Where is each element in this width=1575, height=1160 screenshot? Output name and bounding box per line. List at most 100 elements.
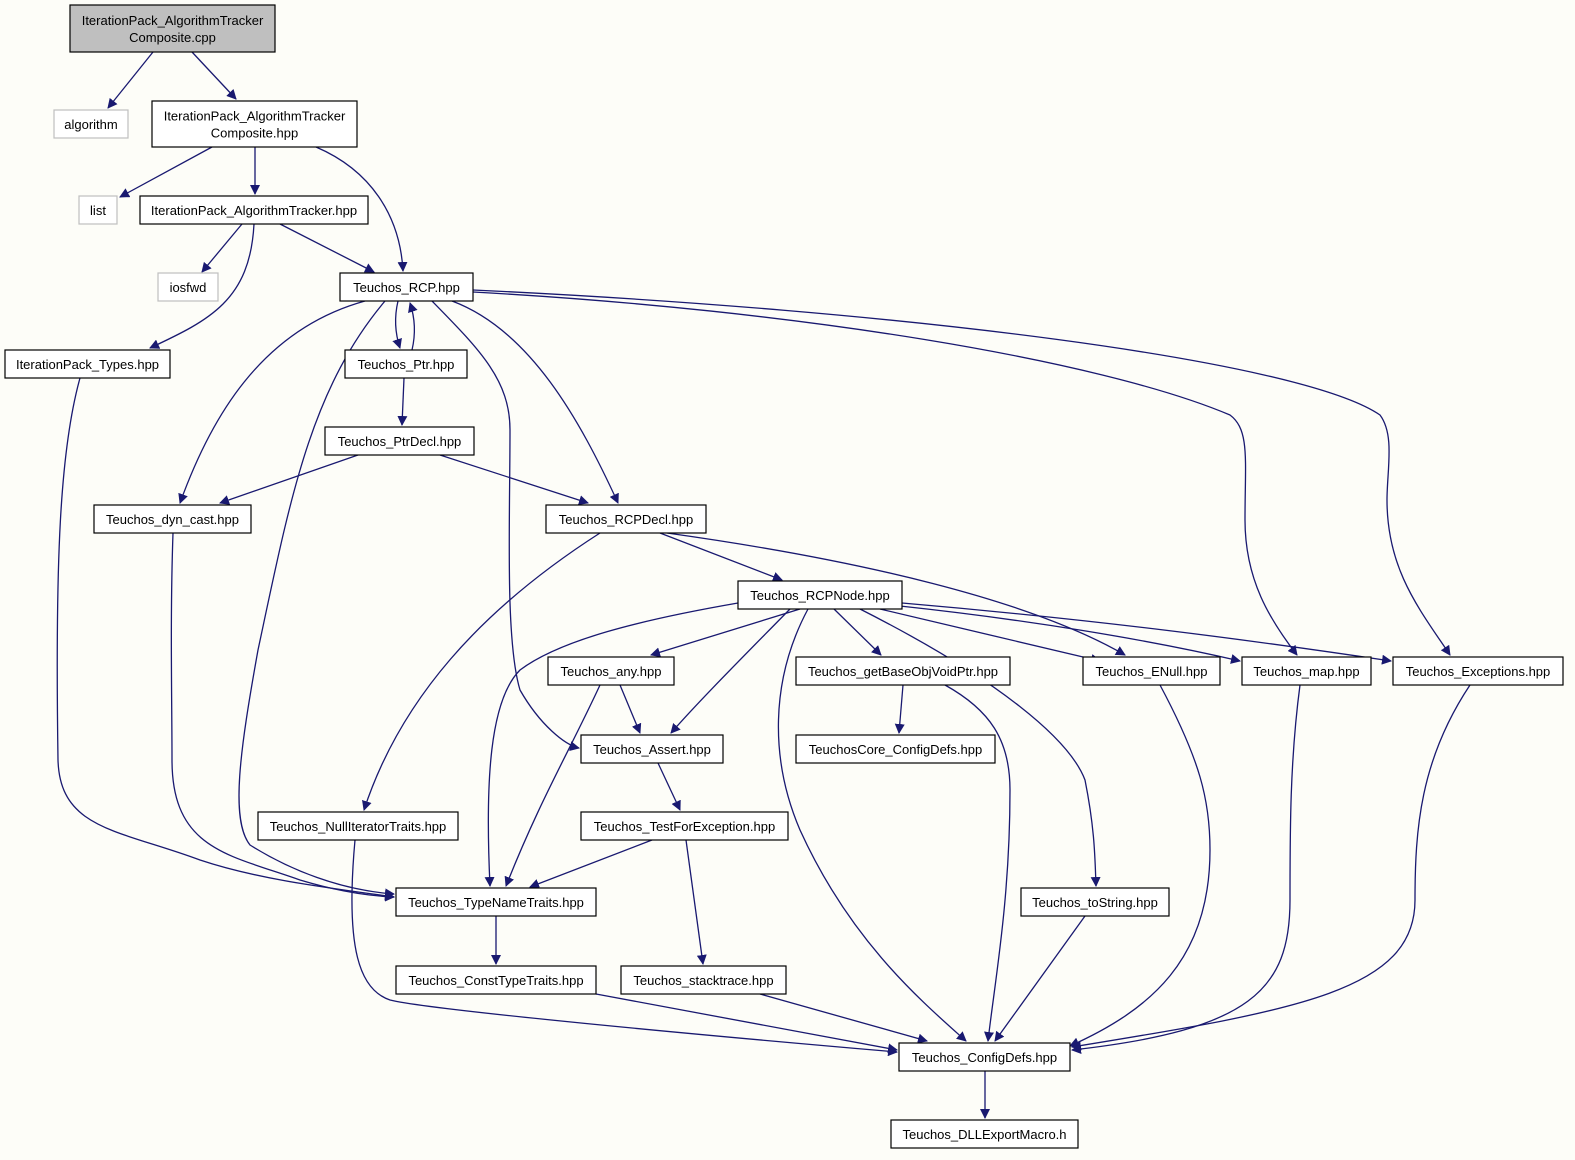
node-box bbox=[151, 100, 358, 148]
edge-ptrdecl-to-dyncast bbox=[219, 454, 359, 505]
edge-rcpnode-to-configdefs bbox=[777, 608, 967, 1042]
edge-stacktrace-to-configdefs bbox=[759, 993, 928, 1044]
node-dllexport[interactable]: Teuchos_DLLExportMacro.h bbox=[890, 1119, 1079, 1149]
node-box bbox=[545, 504, 707, 534]
node-exceptions[interactable]: Teuchos_Exceptions.hpp bbox=[1392, 656, 1564, 686]
node-dyncast[interactable]: Teuchos_dyn_cast.hpp bbox=[93, 504, 252, 534]
edge-composite_hpp-to-list bbox=[119, 146, 213, 198]
node-label: IterationPack_AlgorithmTracker bbox=[164, 109, 346, 124]
node-box bbox=[339, 272, 474, 302]
node-label: algorithm bbox=[64, 117, 117, 132]
edge-rcpnode-to-enull bbox=[879, 608, 1101, 664]
edge-ptrdecl-to-rcpdecl bbox=[439, 454, 589, 505]
node-box bbox=[1020, 887, 1170, 917]
node-box bbox=[53, 109, 129, 139]
edge-ptr-to-rcp bbox=[408, 302, 418, 351]
node-iosfwd[interactable]: iosfwd bbox=[157, 272, 219, 302]
node-box bbox=[1241, 656, 1372, 686]
edge-assert-to-testforexc bbox=[657, 762, 681, 811]
node-root[interactable]: IterationPack_AlgorithmTrackerComposite.… bbox=[69, 4, 276, 53]
edge-map-to-configdefs bbox=[1071, 684, 1301, 1054]
node-coreconfig[interactable]: TeuchosCore_ConfigDefs.hpp bbox=[795, 734, 996, 764]
edge-rcpnode-to-getbase bbox=[833, 608, 882, 656]
edge-rcpnode-to-any bbox=[650, 608, 801, 658]
edge-exceptions-to-configdefs bbox=[1071, 684, 1471, 1051]
edge-getbase-to-configdefs bbox=[944, 684, 1011, 1042]
node-label: Teuchos_DLLExportMacro.h bbox=[902, 1127, 1066, 1142]
node-testforexc[interactable]: Teuchos_TestForException.hpp bbox=[580, 811, 789, 841]
node-list[interactable]: list bbox=[78, 195, 118, 225]
edge-rcp-to-dyncast bbox=[178, 300, 366, 504]
node-label: Teuchos_toString.hpp bbox=[1032, 895, 1158, 910]
node-rcp[interactable]: Teuchos_RCP.hpp bbox=[339, 272, 474, 302]
node-label: TeuchosCore_ConfigDefs.hpp bbox=[809, 742, 982, 757]
node-rcpnode[interactable]: Teuchos_RCPNode.hpp bbox=[737, 580, 903, 610]
node-label: list bbox=[90, 203, 106, 218]
node-box bbox=[795, 734, 996, 764]
node-label: Teuchos_stacktrace.hpp bbox=[633, 973, 773, 988]
edge-rcpdecl-to-rcpnode bbox=[659, 532, 783, 582]
node-assert[interactable]: Teuchos_Assert.hpp bbox=[580, 734, 724, 764]
edge-getbase-to-coreconfig bbox=[894, 684, 905, 734]
node-label: IterationPack_Types.hpp bbox=[16, 357, 159, 372]
node-stacktrace[interactable]: Teuchos_stacktrace.hpp bbox=[620, 965, 787, 995]
node-box bbox=[344, 349, 468, 379]
node-label: Teuchos_PtrDecl.hpp bbox=[338, 434, 462, 449]
node-ptr[interactable]: Teuchos_Ptr.hpp bbox=[344, 349, 468, 379]
node-label: Teuchos_ConstTypeTraits.hpp bbox=[408, 973, 583, 988]
node-configdefs[interactable]: Teuchos_ConfigDefs.hpp bbox=[898, 1042, 1071, 1072]
node-box bbox=[257, 811, 459, 841]
node-box bbox=[395, 965, 597, 995]
edge-tracker_hpp-to-iosfwd bbox=[201, 223, 243, 273]
node-getbase[interactable]: Teuchos_getBaseObjVoidPtr.hpp bbox=[795, 656, 1011, 686]
node-tracker_hpp[interactable]: IterationPack_AlgorithmTracker.hpp bbox=[139, 195, 369, 225]
node-label: Teuchos_RCPDecl.hpp bbox=[559, 512, 693, 527]
edge-rcp-to-typename bbox=[238, 300, 395, 899]
node-box bbox=[795, 656, 1011, 686]
edge-rcpnode-to-exceptions bbox=[901, 602, 1392, 665]
node-label: Teuchos_TypeNameTraits.hpp bbox=[408, 895, 584, 910]
node-typename[interactable]: Teuchos_TypeNameTraits.hpp bbox=[395, 887, 597, 917]
node-box bbox=[890, 1119, 1079, 1149]
node-enull[interactable]: Teuchos_ENull.hpp bbox=[1082, 656, 1221, 686]
edge-rcpnode-to-map bbox=[899, 605, 1241, 664]
edge-root-to-algorithm bbox=[107, 51, 154, 109]
edge-testforexc-to-stacktrace bbox=[685, 839, 707, 965]
node-box bbox=[1082, 656, 1221, 686]
node-nulliter[interactable]: Teuchos_NullIteratorTraits.hpp bbox=[257, 811, 459, 841]
node-label: Teuchos_Assert.hpp bbox=[593, 742, 711, 757]
node-label: Teuchos_dyn_cast.hpp bbox=[106, 512, 239, 527]
node-rcpdecl[interactable]: Teuchos_RCPDecl.hpp bbox=[545, 504, 707, 534]
edge-types-to-typename bbox=[56, 377, 395, 901]
node-ptrdecl[interactable]: Teuchos_PtrDecl.hpp bbox=[324, 426, 475, 456]
node-algorithm[interactable]: algorithm bbox=[53, 109, 129, 139]
nodes: IterationPack_AlgorithmTrackerComposite.… bbox=[4, 4, 1564, 1149]
node-any[interactable]: Teuchos_any.hpp bbox=[547, 656, 675, 686]
node-box bbox=[69, 4, 276, 53]
node-tostring[interactable]: Teuchos_toString.hpp bbox=[1020, 887, 1170, 917]
edge-rcp-to-assert bbox=[431, 300, 580, 751]
edge-root-to-composite_hpp bbox=[191, 51, 237, 100]
node-label: Teuchos_ENull.hpp bbox=[1095, 664, 1207, 679]
edge-tostring-to-configdefs bbox=[994, 915, 1086, 1042]
edge-rcp-to-exceptions bbox=[472, 289, 1451, 656]
edge-rcpdecl-to-nulliter bbox=[362, 532, 601, 811]
node-box bbox=[737, 580, 903, 610]
node-label: Teuchos_RCP.hpp bbox=[353, 280, 460, 295]
node-consttype[interactable]: Teuchos_ConstTypeTraits.hpp bbox=[395, 965, 597, 995]
node-box bbox=[157, 272, 219, 302]
node-box bbox=[78, 195, 118, 225]
edge-ptr-to-ptrdecl bbox=[397, 377, 408, 426]
node-box bbox=[547, 656, 675, 686]
edge-rcpdecl-to-enull bbox=[666, 532, 1126, 656]
node-label: IterationPack_AlgorithmTracker bbox=[82, 13, 264, 28]
node-label: iosfwd bbox=[170, 280, 207, 295]
node-label: Composite.cpp bbox=[129, 30, 216, 45]
edge-testforexc-to-typename bbox=[529, 839, 653, 889]
node-box bbox=[580, 734, 724, 764]
node-box bbox=[324, 426, 475, 456]
node-map[interactable]: Teuchos_map.hpp bbox=[1241, 656, 1372, 686]
node-label: Teuchos_getBaseObjVoidPtr.hpp bbox=[808, 664, 998, 679]
node-types[interactable]: IterationPack_Types.hpp bbox=[4, 349, 171, 379]
node-composite_hpp[interactable]: IterationPack_AlgorithmTrackerComposite.… bbox=[151, 100, 358, 148]
